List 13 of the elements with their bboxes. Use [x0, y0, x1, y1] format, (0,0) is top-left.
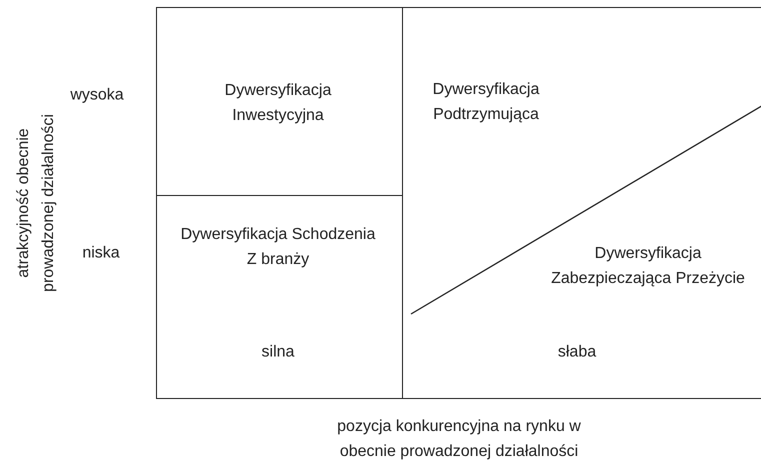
matrix-cell [402, 7, 761, 399]
axis-label: atrakcyjność obecnie prowadzonej działalności [14, 113, 58, 294]
axis-label: pozycja konkurencyjna na rynku w obecnie prowadzonej działalności [336, 417, 582, 462]
axis-label: słaba [558, 342, 596, 362]
quadrant-label: Dywersyfikacja Inwestycyjna [224, 81, 332, 126]
quadrant-label: Dywersyfikacja Podtrzymująca [432, 80, 540, 125]
matrix-cell [156, 7, 403, 196]
quadrant-label: Dywersyfikacja Schodzenia Z branży [180, 225, 376, 270]
axis-label: niska [82, 244, 120, 264]
quadrant-label: Dywersyfikacja Zabezpieczająca Przeżycie [550, 244, 746, 289]
matrix-cell [156, 195, 403, 399]
axis-label: wysoka [70, 86, 124, 106]
axis-label: silna [262, 342, 294, 362]
